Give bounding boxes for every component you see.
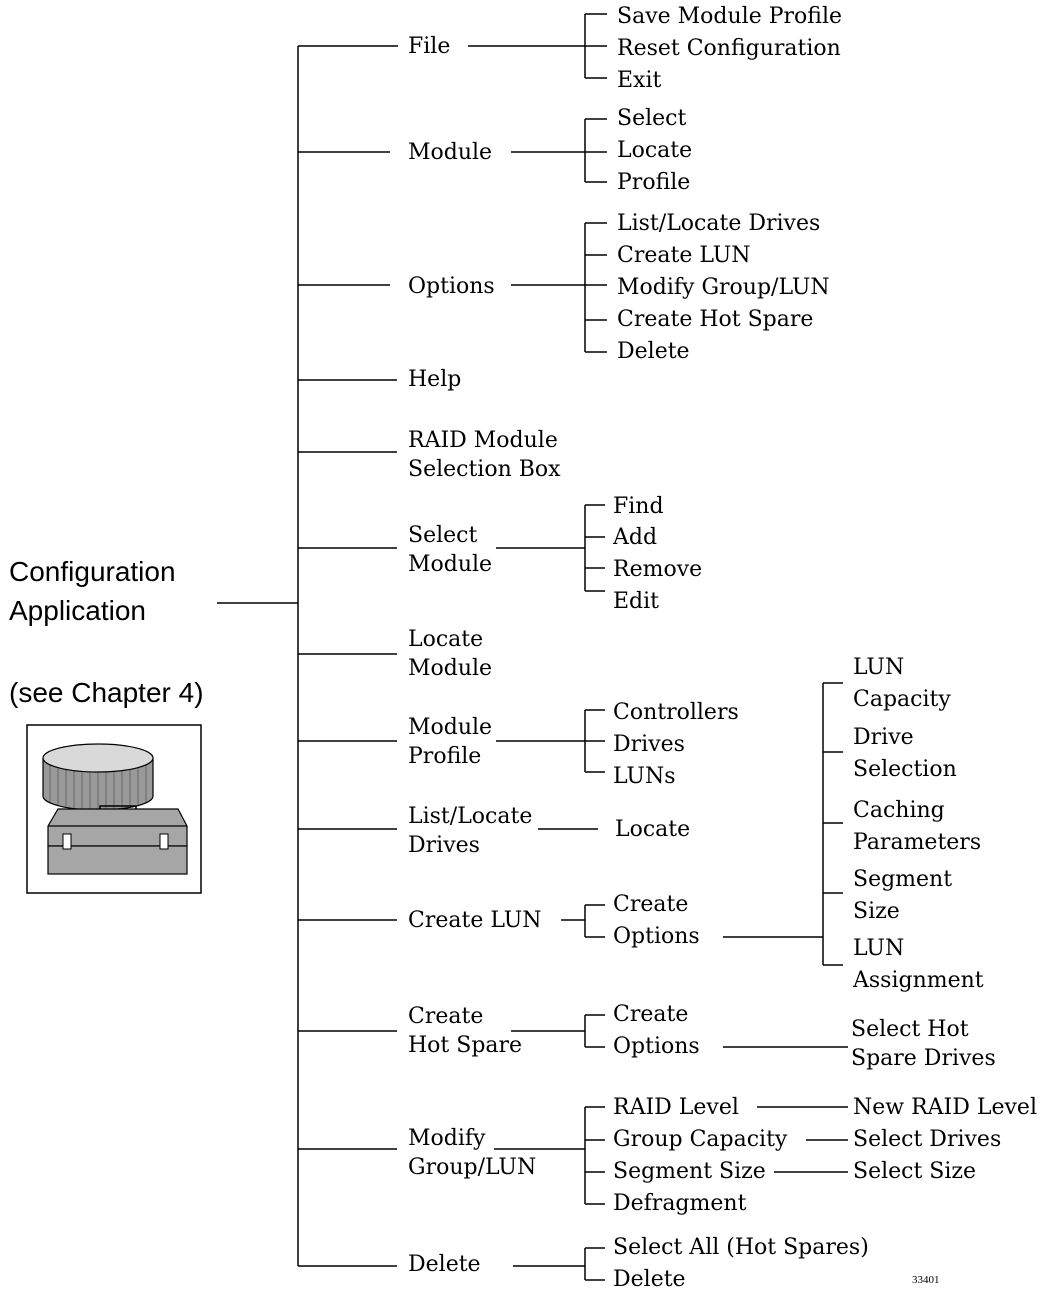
options-item: Create LUN bbox=[617, 243, 751, 268]
modify-group-lun-result: Select Size bbox=[853, 1159, 977, 1184]
create-hot-spare-item: Options bbox=[613, 1034, 700, 1059]
module-profile-item: Controllers bbox=[613, 700, 739, 725]
create-hot-spare-line1: Create bbox=[408, 1004, 484, 1029]
root-title-line1: Configuration bbox=[9, 556, 176, 587]
options-item: Delete bbox=[617, 339, 690, 364]
create-hot-spare-option-line2: Spare Drives bbox=[851, 1046, 996, 1071]
select-module-item: Edit bbox=[613, 589, 660, 614]
modify-group-lun-line2: Group/LUN bbox=[408, 1155, 537, 1180]
create-lun-option-line2: Capacity bbox=[853, 687, 951, 712]
locate-module-line1: Locate bbox=[408, 627, 484, 652]
create-lun-option-line2: Selection bbox=[853, 757, 957, 782]
create-lun-option-line1: Drive bbox=[853, 725, 914, 750]
create-lun-option-line1: LUN bbox=[853, 655, 905, 680]
modify-group-lun-item: Segment Size bbox=[613, 1159, 766, 1184]
create-lun-item: Options bbox=[613, 924, 700, 949]
create-hot-spare-line2: Hot Spare bbox=[408, 1033, 523, 1058]
menu-options: Options bbox=[408, 274, 495, 299]
modify-group-lun-result: Select Drives bbox=[853, 1127, 1002, 1152]
root-title-line2: Application bbox=[9, 595, 146, 626]
delete-label: Delete bbox=[408, 1252, 481, 1277]
options-item: Create Hot Spare bbox=[617, 307, 814, 332]
select-module-line1: Select bbox=[408, 523, 478, 548]
create-lun-option-line1: Segment bbox=[853, 867, 953, 892]
locate-module-line2: Module bbox=[408, 656, 493, 681]
select-module-item: Find bbox=[613, 494, 664, 519]
root-note: (see Chapter 4) bbox=[9, 677, 204, 708]
module-profile-line2: Profile bbox=[408, 744, 482, 769]
figure-number: 33401 bbox=[912, 1274, 940, 1286]
list-locate-drives-line2: Drives bbox=[408, 833, 480, 858]
list-locate-drives-item: Locate bbox=[615, 817, 691, 842]
select-module-item: Add bbox=[613, 525, 658, 550]
options-item: List/Locate Drives bbox=[617, 211, 821, 236]
raid-module-selection-box-line2: Selection Box bbox=[408, 457, 561, 482]
disk-and-toolbox-icon bbox=[26, 724, 202, 894]
list-locate-drives-line1: List/Locate bbox=[408, 804, 533, 829]
raid-module-selection-box-line1: RAID Module bbox=[408, 428, 558, 453]
delete-item: Delete bbox=[613, 1267, 686, 1292]
menu-help: Help bbox=[408, 367, 462, 392]
modify-group-lun-item: RAID Level bbox=[613, 1095, 739, 1120]
select-module-item: Remove bbox=[613, 557, 703, 582]
create-hot-spare-item: Create bbox=[613, 1002, 689, 1027]
menu-file: File bbox=[408, 34, 451, 59]
create-lun-option-line2: Assignment bbox=[853, 968, 984, 993]
module-profile-item: Drives bbox=[613, 732, 685, 757]
create-lun-option-line1: LUN bbox=[853, 936, 905, 961]
module-item: Locate bbox=[617, 138, 693, 163]
module-item: Select bbox=[617, 106, 687, 131]
create-lun-option-line1: Caching bbox=[853, 798, 945, 823]
modify-group-lun-result: New RAID Level bbox=[853, 1095, 1037, 1120]
module-item: Profile bbox=[617, 170, 691, 195]
create-hot-spare-option-line1: Select Hot bbox=[851, 1017, 969, 1042]
create-lun-label: Create LUN bbox=[408, 908, 542, 933]
modify-group-lun-item: Defragment bbox=[613, 1191, 747, 1216]
modify-group-lun-item: Group Capacity bbox=[613, 1127, 788, 1152]
create-lun-option-line2: Parameters bbox=[853, 830, 982, 855]
module-profile-item: LUNs bbox=[613, 764, 676, 789]
module-profile-line1: Module bbox=[408, 715, 493, 740]
create-lun-option-line2: Size bbox=[853, 899, 900, 924]
options-item: Modify Group/LUN bbox=[617, 275, 830, 300]
create-lun-item: Create bbox=[613, 892, 689, 917]
file-item: Reset Configuration bbox=[617, 36, 841, 61]
delete-item: Select All (Hot Spares) bbox=[613, 1235, 869, 1260]
select-module-line2: Module bbox=[408, 552, 493, 577]
modify-group-lun-line1: Modify bbox=[408, 1126, 486, 1151]
menu-module: Module bbox=[408, 140, 493, 165]
file-item: Save Module Profile bbox=[617, 4, 842, 29]
file-item: Exit bbox=[617, 68, 662, 93]
